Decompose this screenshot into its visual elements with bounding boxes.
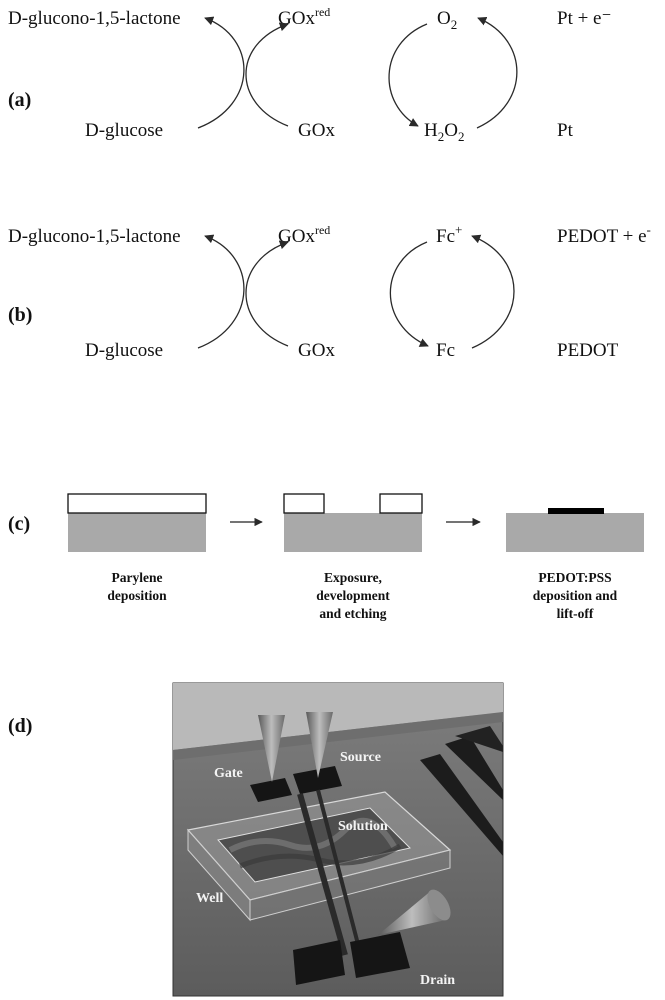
electrode-oxidation-arrow bbox=[476, 17, 518, 129]
source-pad bbox=[293, 766, 342, 794]
enzyme-cycle-arrow bbox=[245, 240, 289, 347]
drain-probe-end bbox=[427, 889, 451, 921]
electrode-strip bbox=[445, 736, 503, 800]
source-label: Source bbox=[340, 750, 381, 765]
panel-a-label: (a) bbox=[8, 89, 31, 111]
channel-line bbox=[297, 793, 348, 956]
patterned-parylene-right bbox=[379, 493, 423, 514]
svg-text:deposition and: deposition and bbox=[533, 588, 618, 603]
substrate-label: D-glucose bbox=[85, 340, 163, 361]
substrate-to-product-arrow bbox=[197, 16, 245, 129]
gate-label: Gate bbox=[214, 766, 243, 781]
panel-c-label: (c) bbox=[8, 513, 30, 535]
substrate-block bbox=[506, 513, 644, 552]
substrate-block bbox=[284, 513, 422, 552]
patterned-parylene-left bbox=[283, 493, 325, 514]
ferrocene-label: Fc bbox=[436, 340, 455, 361]
svg-text:development: development bbox=[316, 588, 390, 603]
enzyme-label: GOx bbox=[298, 340, 335, 361]
electrode-oxidation-arrow bbox=[471, 234, 515, 349]
electrode-electron-label: PEDOT + e- bbox=[557, 222, 651, 247]
svg-text:and etching: and etching bbox=[319, 606, 386, 621]
drain-label: Drain bbox=[420, 973, 455, 988]
well-wall-right bbox=[249, 849, 451, 921]
step3-caption: PEDOT:PSS deposition and lift-off bbox=[533, 570, 618, 621]
source-probe-tip bbox=[306, 712, 333, 778]
gate-probe-tip bbox=[258, 715, 285, 782]
svg-text:lift-off: lift-off bbox=[557, 606, 594, 621]
panel-b: (b) D-glucono-1,5-lactone D-glucose GOxr… bbox=[8, 222, 651, 361]
panel-b-label: (b) bbox=[8, 304, 32, 326]
svg-text:Exposure,: Exposure, bbox=[324, 570, 382, 585]
backdrop bbox=[173, 683, 503, 750]
gate-pad bbox=[250, 778, 292, 802]
electrode-strip bbox=[455, 726, 503, 752]
ferrocenium-label: Fc+ bbox=[436, 222, 462, 247]
electrode-strip bbox=[420, 754, 503, 856]
step1-caption: Parylene deposition bbox=[107, 570, 167, 603]
electrode-label: PEDOT bbox=[557, 340, 619, 361]
drain-pad bbox=[293, 940, 345, 985]
peroxide-label: H2O2 bbox=[424, 120, 464, 144]
solution-texture bbox=[228, 817, 398, 853]
parylene-layer bbox=[67, 493, 207, 514]
oxygen-to-peroxide-arrow bbox=[388, 23, 428, 127]
table-edge bbox=[173, 712, 503, 760]
panel-d-label: (d) bbox=[8, 715, 32, 737]
drain-pad bbox=[350, 932, 410, 978]
step2-caption: Exposure, development and etching bbox=[316, 570, 390, 621]
electrode-label: Pt bbox=[557, 120, 574, 141]
product-label: D-glucono-1,5-lactone bbox=[8, 8, 181, 29]
channel-line bbox=[316, 789, 362, 953]
enzyme-label: GOx bbox=[298, 120, 335, 141]
device-render: Gate Source Solution Well Drain bbox=[172, 682, 504, 997]
svg-text:deposition: deposition bbox=[107, 588, 167, 603]
substrate-label: D-glucose bbox=[85, 120, 163, 141]
solution-label: Solution bbox=[338, 819, 388, 834]
oxygen-label: O2 bbox=[437, 8, 457, 32]
panel-a: (a) D-glucono-1,5-lactone D-glucose GOxr… bbox=[8, 5, 612, 144]
pedot-pss-film bbox=[548, 508, 604, 514]
well-label: Well bbox=[196, 891, 223, 906]
product-label: D-glucono-1,5-lactone bbox=[8, 226, 181, 247]
ferrocenium-to-ferrocene-arrow bbox=[389, 241, 429, 347]
svg-text:Parylene: Parylene bbox=[112, 570, 163, 585]
substrate-to-product-arrow bbox=[197, 234, 245, 349]
substrate-block bbox=[68, 513, 206, 552]
enzyme-cycle-arrow bbox=[245, 22, 289, 127]
panel-c: (c) Parylene deposition Exposure, develo… bbox=[8, 493, 644, 621]
svg-text:PEDOT:PSS: PEDOT:PSS bbox=[538, 570, 611, 585]
electrode-electron-label: Pt + e⁻ bbox=[557, 8, 612, 29]
